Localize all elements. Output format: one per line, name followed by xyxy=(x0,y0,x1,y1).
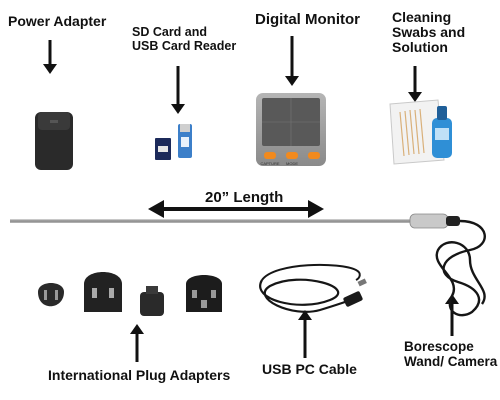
monitor-capture-text: CAPTURE xyxy=(260,161,279,166)
sd-card-label-line1: SD Card and xyxy=(132,25,208,39)
power-adapter-image xyxy=(35,112,73,170)
length-label: 20” Length xyxy=(205,189,284,206)
cleaning-arrow-head xyxy=(408,92,422,102)
cleaning-label-line1: Cleaning xyxy=(392,9,452,25)
borescope-label-line1: Borescope xyxy=(404,339,474,354)
sd-arrow-head xyxy=(171,104,185,114)
power-arrow-head xyxy=(43,64,57,74)
usb-arrow-head xyxy=(298,310,312,320)
digital-monitor-label: Digital Monitor xyxy=(255,11,360,28)
international-plugs-label: International Plug Adapters xyxy=(48,367,231,383)
monitor-mode-text: MODE xyxy=(286,161,298,166)
borescope-arrow-head xyxy=(445,294,459,304)
cleaning-label: Cleaning Swabs and Solution xyxy=(392,9,466,56)
sd-card-label: SD Card and USB Card Reader xyxy=(132,25,237,53)
length-double-arrow xyxy=(148,200,324,218)
usb-cable-image xyxy=(259,263,367,313)
plug-adapters-image xyxy=(38,272,222,316)
pointer-arrows xyxy=(43,36,459,362)
borescope-label: Borescope Wand/ Camera xyxy=(404,339,498,369)
cleaning-kit-image xyxy=(389,99,452,165)
plugs-arrow-head xyxy=(130,324,144,334)
power-adapter-label: Power Adapter xyxy=(8,13,107,29)
monitor-button-left xyxy=(264,152,276,159)
monitor-arrow-head xyxy=(285,76,299,86)
digital-monitor-image: CAPTURE MODE xyxy=(256,93,326,166)
monitor-button-right xyxy=(308,152,320,159)
borescope-label-line2: Wand/ Camera xyxy=(404,353,498,369)
sd-card-label-line2: USB Card Reader xyxy=(132,38,237,53)
cleaning-label-line3: Solution xyxy=(392,39,448,56)
usb-cable-label: USB PC Cable xyxy=(262,361,357,377)
monitor-button-mid xyxy=(286,152,298,159)
sd-card-image xyxy=(155,124,192,160)
borescope-rod-image xyxy=(10,213,486,317)
cleaning-label-line2: Swabs and xyxy=(392,24,466,41)
